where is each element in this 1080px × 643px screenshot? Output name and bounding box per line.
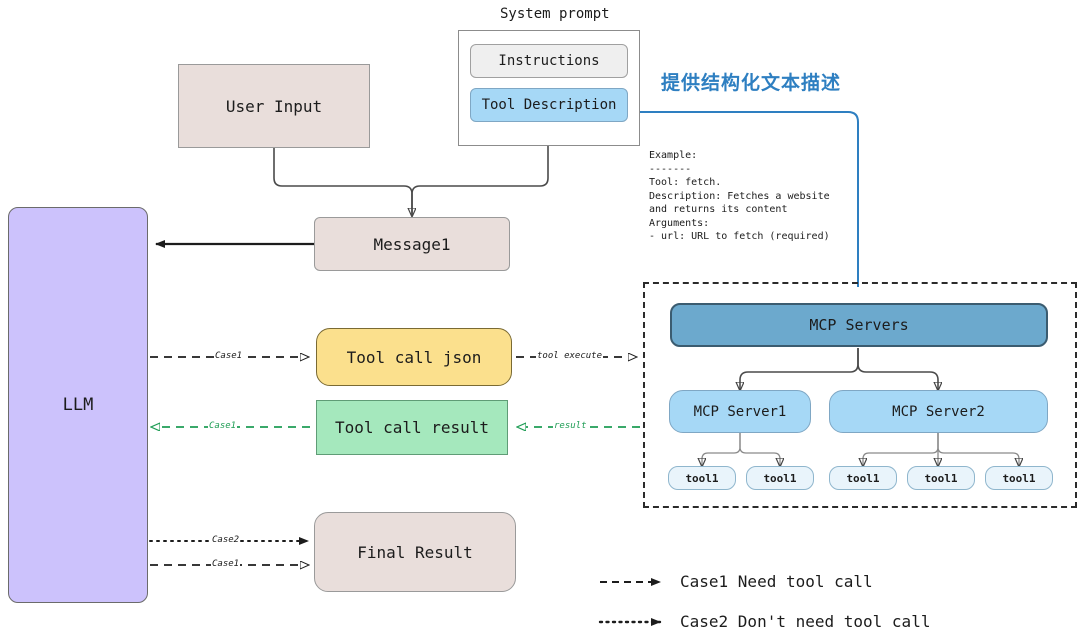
tool-description-box[interactable]: Tool Description xyxy=(470,88,628,122)
tool-call-result-box[interactable]: Tool call result xyxy=(316,400,508,455)
tool-call-json-box[interactable]: Tool call json xyxy=(316,328,512,386)
mcp-server1-box[interactable]: MCP Server1 xyxy=(669,390,811,433)
mcp-server2-box[interactable]: MCP Server2 xyxy=(829,390,1048,433)
tool-box-s1-b[interactable]: tool1 xyxy=(746,466,814,490)
edge-label-case2-to-final: Case2 xyxy=(211,535,241,545)
user-input-box[interactable]: User Input xyxy=(178,64,370,148)
tool-box-s2-a[interactable]: tool1 xyxy=(829,466,897,490)
tool-box-s1-a[interactable]: tool1 xyxy=(668,466,736,490)
mcp-servers-box[interactable]: MCP Servers xyxy=(670,303,1048,347)
instructions-box[interactable]: Instructions xyxy=(470,44,628,78)
edge-label-result: result xyxy=(553,421,588,431)
message1-box[interactable]: Message1 xyxy=(314,217,510,271)
structured-text-annotation: 提供结构化文本描述 xyxy=(661,72,842,94)
edge-label-case1-to-final: Case1 xyxy=(211,559,241,569)
edge-label-tool-execute: tool execute xyxy=(536,351,604,361)
system-prompt-caption: System prompt xyxy=(500,6,610,22)
final-result-box[interactable]: Final Result xyxy=(314,512,516,592)
tool-box-s2-c[interactable]: tool1 xyxy=(985,466,1053,490)
legend-label-case2: Case2 Don't need tool call xyxy=(680,612,931,631)
edge-label-case1-from-result: Case1 xyxy=(208,421,238,431)
llm-box[interactable]: LLM xyxy=(8,207,148,603)
legend-label-case1: Case1 Need tool call xyxy=(680,572,873,591)
edge-label-case1-to-json: Case1 xyxy=(214,351,244,361)
mcp-container xyxy=(643,282,1077,508)
tool-box-s2-b[interactable]: tool1 xyxy=(907,466,975,490)
example-text-block: Example: ------- Tool: fetch. Descriptio… xyxy=(649,150,830,242)
